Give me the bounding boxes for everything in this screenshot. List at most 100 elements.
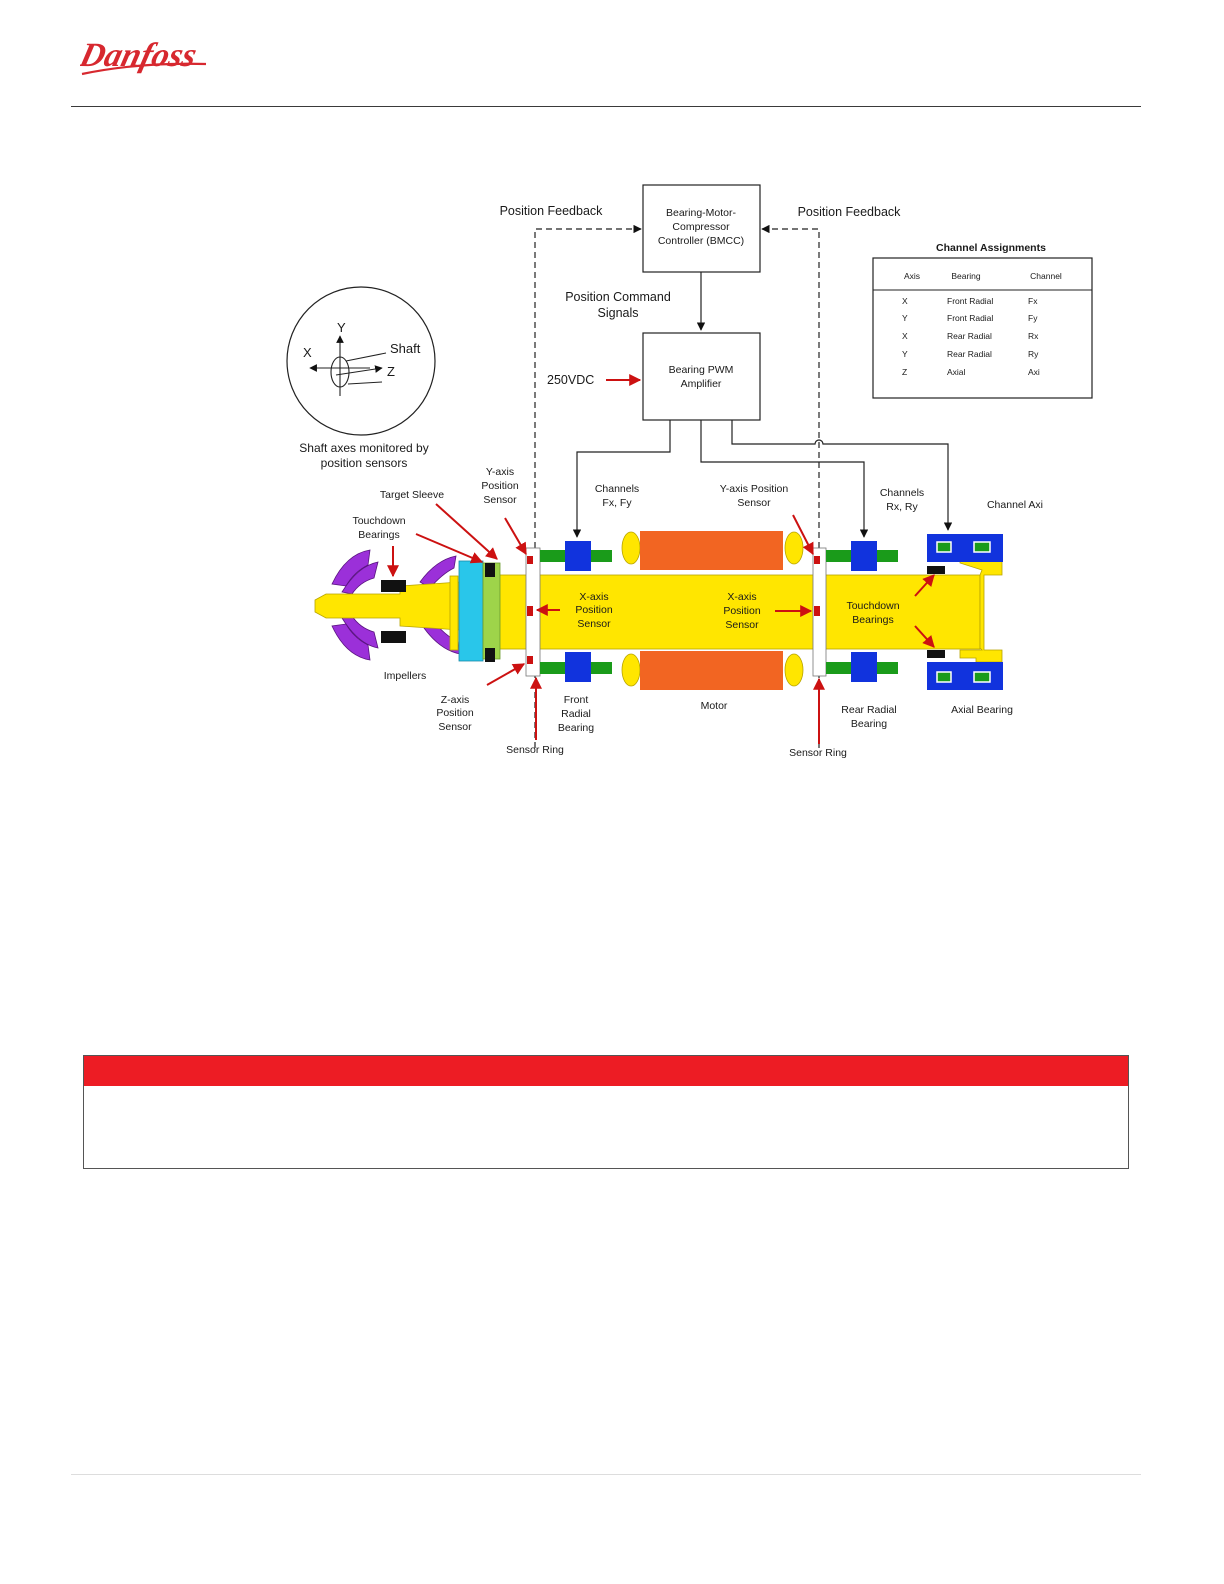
channels-r-label-1: Channels [880,487,924,499]
table-row: Z Axial Axi [902,367,1040,377]
touchdown-block [485,563,495,577]
axes-caption-2: position sensors [321,456,408,470]
warning-box [83,1055,1129,1169]
x-sensor-right-label-2: Position [723,605,761,617]
amplifier-label-1: Bearing PWM [669,364,734,376]
channel-output-lines [572,420,953,538]
feedback-right-label: Position Feedback [798,205,902,219]
channel-assignments-table: Channel Assignments Axis Bearing Channel… [872,242,1093,399]
motor-label: Motor [701,700,728,712]
rear-radial-label-1: Rear Radial [841,704,896,716]
target-sleeve [458,560,484,662]
touchdown-block [485,648,495,662]
svg-text:Fx: Fx [1028,296,1038,306]
table-header-axis: Axis [904,271,920,281]
channels-f-label-1: Channels [595,483,639,495]
y-sensor-right-label-1: Y-axis Position [720,483,789,495]
sensor-y-right [814,556,820,564]
shaft-collar [449,575,459,651]
footer-divider [71,1474,1141,1475]
bmcc-label-1: Bearing-Motor- [666,207,737,219]
y-sensor-left-label-3: Sensor [483,494,517,506]
table-header-channel: Channel [1030,271,1062,281]
sensor-ring-right-label: Sensor Ring [789,747,847,759]
svg-text:X: X [902,331,908,341]
svg-text:Rear Radial: Rear Radial [947,349,992,359]
y-sensor-left-label-1: Y-axis [486,466,514,478]
front-radial-label-2: Radial [561,708,591,720]
header-divider [71,106,1141,107]
svg-text:Y: Y [902,313,908,323]
svg-text:Y: Y [902,349,908,359]
svg-text:Fy: Fy [1028,313,1038,323]
motor [621,531,804,690]
x-sensor-left-label-2: Position [575,604,613,616]
table-row: Y Front Radial Fy [902,313,1038,323]
magnetic-bearing-system-diagram: Bearing-Motor- Compressor Controller (BM… [260,170,1120,780]
axial-bearing-label: Axial Bearing [951,704,1013,716]
table-row: Y Rear Radial Ry [902,349,1039,359]
shaft-label: Shaft [390,341,421,356]
sensor-x-left [527,606,533,616]
command-label-2: Signals [598,306,639,320]
svg-text:Danfoss: Danfoss [80,36,201,73]
svg-text:Z: Z [902,367,907,377]
x-sensor-left-label-3: Sensor [577,618,611,630]
rear-radial-bearing [826,541,898,682]
warning-header-bar [84,1056,1128,1086]
z-sensor-label-2: Position [436,707,474,719]
pwm-amplifier-box: Bearing PWM Amplifier [642,332,761,421]
z-sensor-label-1: Z-axis [441,694,470,706]
sensor-y-left [527,556,533,564]
bmcc-label-3: Controller (BMCC) [658,235,744,247]
target-sleeve-outer [482,562,501,660]
axis-x-label: X [303,345,312,360]
touchdown-left-label-2: Bearings [358,529,399,541]
svg-text:Axi: Axi [1028,367,1040,377]
axis-y-label: Y [337,320,346,335]
touchdown-rear-bottom [927,650,945,658]
touchdown-rear-top [927,566,945,574]
channel-axi-label: Channel Axi [987,499,1043,511]
x-sensor-right-label-3: Sensor [725,619,759,631]
y-sensor-left-label-2: Position [481,480,519,492]
sensor-ring-left-label: Sensor Ring [506,744,564,756]
amplifier-label-2: Amplifier [681,378,722,390]
front-radial-label-1: Front [564,694,589,706]
z-sensor-label-3: Sensor [438,721,472,733]
touchdown-bearing-top [381,580,406,592]
channels-r-label-2: Rx, Ry [886,501,918,513]
svg-text:Front Radial: Front Radial [947,296,993,306]
svg-text:Axial: Axial [947,367,966,377]
feedback-left-label: Position Feedback [500,204,604,218]
svg-text:Front Radial: Front Radial [947,313,993,323]
axial-bearing [927,534,1003,690]
impellers [331,549,461,661]
touchdown-bearing-bottom [381,631,406,643]
command-label-1: Position Command [565,290,671,304]
touchdown-left-label-1: Touchdown [352,515,405,527]
target-sleeve-label: Target Sleeve [380,489,444,501]
pointer-arrows [387,503,935,744]
channels-f-label-2: Fx, Fy [602,497,632,509]
impellers-label: Impellers [384,670,427,682]
svg-text:Ry: Ry [1028,349,1039,359]
front-radial-label-3: Bearing [558,722,594,734]
svg-text:X: X [902,296,908,306]
shaft-axes-circle: Y X Z Shaft [286,286,436,436]
axes-caption-1: Shaft axes monitored by [299,441,428,455]
x-sensor-left-label-1: X-axis [579,591,608,603]
bmcc-box: Bearing-Motor- Compressor Controller (BM… [642,184,761,273]
danfoss-logo: Danfoss [80,36,207,76]
supply-label: 250VDC [547,373,594,387]
sensor-z [527,656,533,664]
table-row: X Rear Radial Rx [902,331,1039,341]
axis-z-label: Z [387,364,395,379]
table-header-bearing: Bearing [951,271,981,281]
svg-text:Rx: Rx [1028,331,1039,341]
y-sensor-right-label-2: Sensor [737,497,771,509]
table-row: X Front Radial Fx [902,296,1038,306]
x-sensor-right-label-1: X-axis [727,591,756,603]
touchdown-right-label-1: Touchdown [846,600,899,612]
table-title: Channel Assignments [936,242,1046,254]
